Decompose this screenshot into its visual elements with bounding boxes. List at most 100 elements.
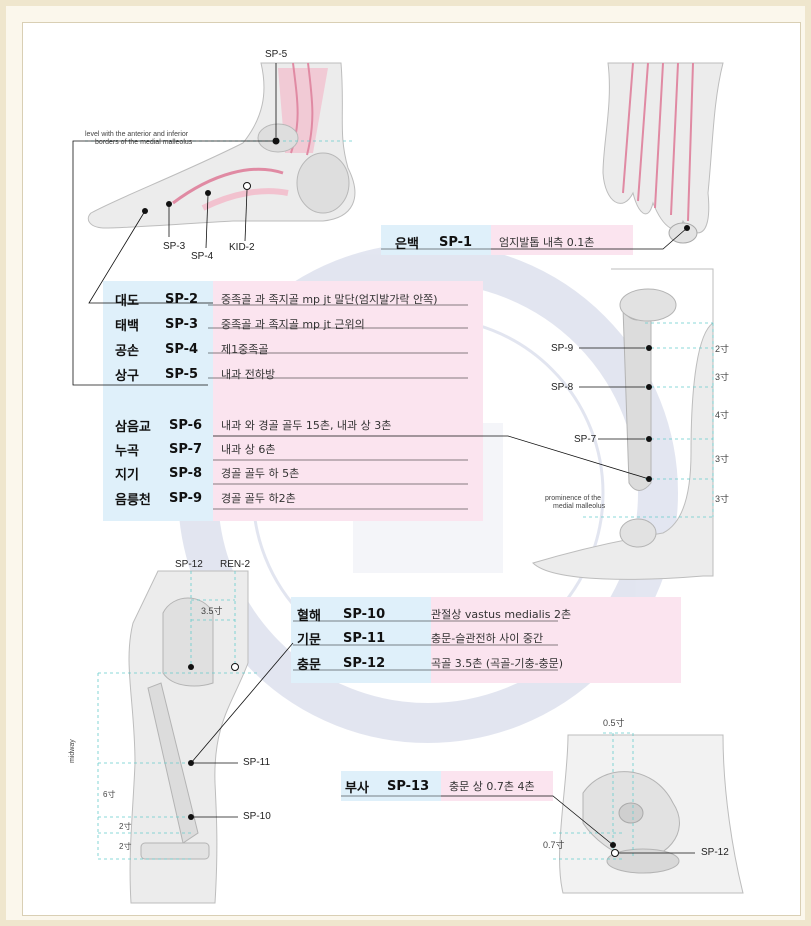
malleolus-note-line2: borders of the medial malleolus [95, 139, 193, 146]
malleolus-note-line1: level with the anterior and inferior [85, 131, 189, 138]
measure-3a: 3寸 [715, 372, 730, 382]
prominence-line1: prominence of the [545, 495, 602, 502]
sp9-point [646, 345, 652, 351]
row-sp3: 태백 SP-3 중족골 과 족지골 mp jt 근위의 [115, 313, 365, 335]
sp8-name: 지기 [115, 467, 139, 483]
label-leg-sp7: SP-7 [574, 434, 597, 445]
label-pelvis-05: 0.5寸 [603, 718, 625, 728]
leg-measure-lines [583, 322, 714, 518]
sp13-code: SP-13 [387, 778, 430, 794]
name-band-left [103, 281, 213, 521]
sp7-code: SP-7 [169, 441, 203, 457]
sp12-name: 충문 [297, 657, 321, 673]
label-thigh-sp11: SP-11 [243, 757, 271, 768]
sp13-leader [441, 795, 614, 846]
row-sp4: 공손 SP-4 제1중족골 [115, 338, 268, 360]
sp8-code: SP-8 [169, 465, 203, 481]
sp3-point [166, 201, 172, 207]
sp7-desc: 내과 상 6촌 [221, 443, 276, 456]
name-band-thigh [291, 597, 431, 683]
sp12-pelvis-point [611, 849, 619, 857]
row-sp8: 지기 SP-8 경골 골두 하 5촌 [115, 462, 299, 484]
label-sp3: SP-3 [163, 241, 186, 252]
row-sp9: 음릉천 SP-9 경골 골두 하2촌 [115, 487, 296, 509]
row-sp2: 대도 SP-2 중족골 과 족지골 mp jt 말단(엄지발가락 안쪽) [115, 288, 438, 310]
sp7-name: 누곡 [115, 443, 139, 459]
measure-3b: 3寸 [715, 454, 730, 464]
sp6-name: 삼음교 [115, 419, 151, 435]
row-sp13: 부사 SP-13 충문 상 0.7촌 4촌 [345, 775, 535, 797]
row-sp5: 상구 SP-5 내과 전하방 [115, 363, 275, 385]
sp7-point [646, 436, 652, 442]
sp10-desc: 관절상 vastus medialis 2촌 [431, 608, 572, 621]
sp9-code: SP-9 [169, 490, 203, 506]
sp8-point [646, 384, 652, 390]
label-kid2: KID-2 [229, 242, 255, 253]
row-sp12: 충문 SP-12 곡골 3.5촌 (곡골-기충-충문) [297, 652, 563, 674]
measure-2: 2寸 [715, 344, 730, 354]
sp11-code: SP-11 [343, 630, 386, 646]
sp12-code: SP-12 [343, 655, 386, 671]
sp12-thigh-point [188, 664, 194, 670]
sp13-desc: 충문 상 0.7촌 4촌 [449, 780, 535, 793]
sp4-desc: 제1중족골 [221, 343, 269, 356]
label-midway: midway [69, 739, 76, 763]
pelvis-illustration [559, 734, 744, 894]
label-thigh-35: 3.5寸 [201, 606, 223, 616]
kid2-point [243, 182, 251, 190]
sp5-desc: 내과 전하방 [221, 368, 276, 381]
sp2-code: SP-2 [165, 291, 199, 307]
desc-band-sp1 [491, 225, 633, 255]
sp5-name: 상구 [115, 368, 139, 384]
row-sp7: 누곡 SP-7 내과 상 6촌 [115, 438, 275, 460]
row-sp1: 은백 SP-1 엄지발톱 내측 0.1촌 [395, 231, 594, 253]
sp4-code: SP-4 [165, 341, 199, 357]
sp2-desc: 중족골 과 족지골 mp jt 말단(엄지발가락 안쪽) [221, 293, 438, 306]
sp11-leader [190, 642, 294, 764]
desc-band-left [213, 281, 483, 521]
sp1-desc: 엄지발톱 내측 0.1촌 [499, 236, 595, 249]
sp10-code: SP-10 [343, 606, 386, 622]
sp9-name: 음릉천 [115, 492, 151, 508]
lower-leg-illustration [532, 268, 714, 580]
sp6-leader [213, 435, 650, 480]
sp4-point [205, 190, 211, 196]
sp2-name: 대도 [115, 293, 139, 309]
chart-page: SP-5 level with the anterior and inferio… [22, 22, 801, 916]
sp1-leader [491, 227, 688, 250]
sp3-desc: 중족골 과 족지골 mp jt 근위의 [221, 318, 365, 331]
label-t2a: 2寸 [119, 822, 132, 831]
foot-medial-illustration [87, 62, 356, 229]
sp12-desc: 곡골 3.5촌 (곡골-기충-충문) [431, 657, 564, 670]
measure-4: 4寸 [715, 410, 730, 420]
label-ren2: REN-2 [220, 559, 251, 570]
label-sp4: SP-4 [191, 251, 214, 262]
sp6-desc: 내과 와 경골 골두 15촌, 내과 상 3촌 [221, 419, 392, 432]
label-pelvis-sp12: SP-12 [701, 847, 729, 858]
sp2-leader [88, 210, 213, 304]
measure-3c: 3寸 [715, 494, 730, 504]
sp11-desc: 충문-슬관전하 사이 중간 [431, 632, 544, 645]
label-leg-sp8: SP-8 [551, 382, 574, 393]
sp3-code: SP-3 [165, 316, 199, 332]
label-leg-sp9: SP-9 [551, 343, 574, 354]
label-thigh-sp10: SP-10 [243, 811, 271, 822]
label-t2b: 2寸 [119, 842, 132, 851]
label-pelvis-07: 0.7寸 [543, 840, 565, 850]
sp1-name: 은백 [395, 236, 419, 252]
label-t6: 6寸 [103, 790, 116, 799]
row-sp10: 혈해 SP-10 관절상 vastus medialis 2촌 [297, 603, 571, 625]
thigh-measure-lines [97, 571, 258, 860]
sp10-name: 혈해 [297, 608, 321, 624]
ren2-point [231, 663, 239, 671]
sp5-code: SP-5 [165, 366, 199, 382]
sp1-code: SP-1 [439, 234, 473, 250]
sp13-name: 부사 [345, 780, 369, 796]
sp11-name: 기문 [297, 632, 321, 648]
sp5-label-leader [72, 140, 276, 386]
pelvis-measure-lines [553, 732, 634, 860]
label-thigh-sp12: SP-12 [175, 559, 203, 570]
row-sp6: 삼음교 SP-6 내과 와 경골 골두 15촌, 내과 상 3촌 [115, 414, 391, 436]
label-sp5-top: SP-5 [265, 49, 288, 60]
row-sp11: 기문 SP-11 충문-슬관전하 사이 중간 [297, 627, 543, 649]
